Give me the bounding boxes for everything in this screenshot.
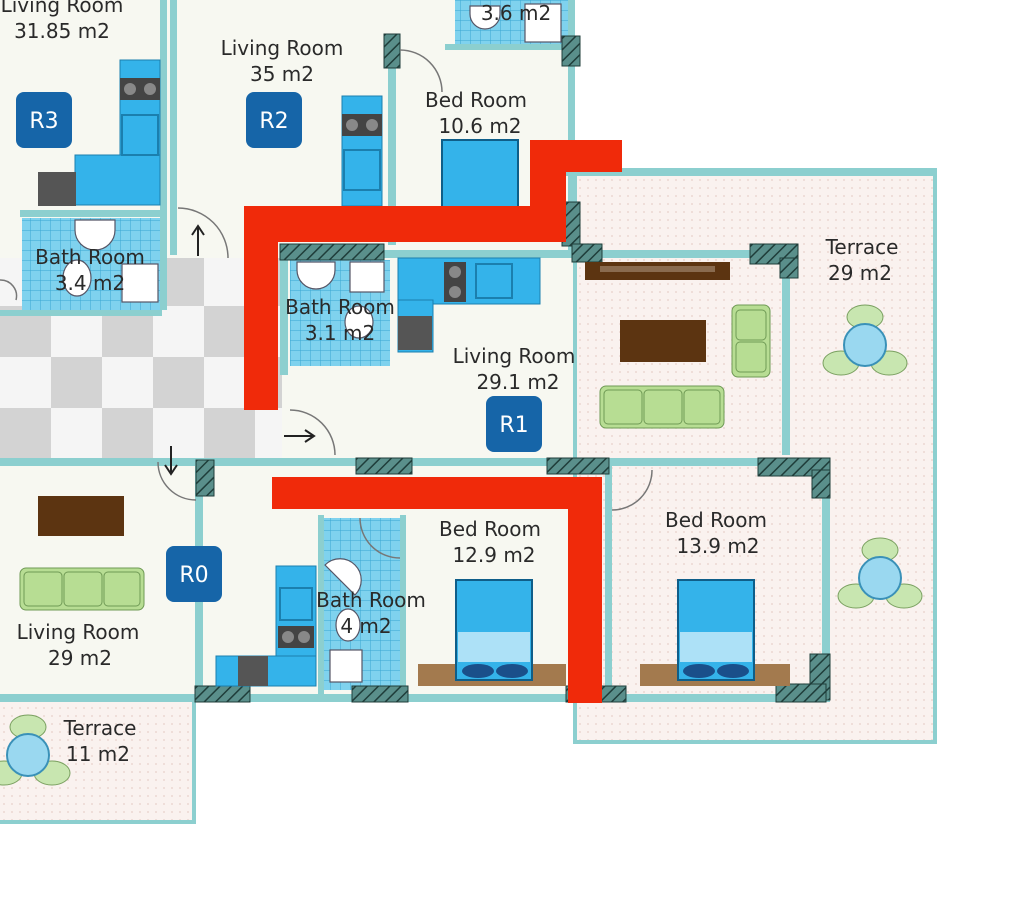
arrow-up-icon xyxy=(191,224,205,256)
room-labels: Living Room 31.85 m2 Living Room 35 m2 3… xyxy=(1,0,899,766)
bed xyxy=(677,579,755,681)
unit-badge-r0: R0 xyxy=(166,546,222,602)
room-name: Living Room xyxy=(221,36,344,60)
coffee-table xyxy=(38,496,124,536)
room-name: Terrace xyxy=(825,235,899,259)
door-arc xyxy=(157,461,197,501)
unit-badge-r2: R2 xyxy=(246,92,302,148)
room-area: 10.6 m2 xyxy=(438,114,521,138)
room-area: 35 m2 xyxy=(250,62,314,86)
unit-badges: R3 R2 R1 R0 xyxy=(16,92,542,602)
hatched-walls xyxy=(194,33,831,703)
room-name: Living Room xyxy=(1,0,124,17)
kitchen-r2 xyxy=(341,95,383,207)
bath-fixtures xyxy=(62,3,562,683)
room-area: 31.85 m2 xyxy=(14,19,110,43)
svg-text:R1: R1 xyxy=(499,413,528,438)
kitchen-r0 xyxy=(215,565,317,687)
sofa xyxy=(599,304,771,429)
bed xyxy=(441,139,519,211)
room-area: 29.1 m2 xyxy=(476,370,559,394)
kitchen-r1 xyxy=(397,257,541,353)
terrace-furniture xyxy=(0,304,923,786)
terrace-table xyxy=(0,714,71,786)
svg-text:R2: R2 xyxy=(259,109,288,134)
room-name: Living Room xyxy=(17,620,140,644)
room-name: Living Room xyxy=(453,344,576,368)
room-area: 3.4 m2 xyxy=(55,271,125,295)
arrow-down-icon xyxy=(164,446,178,476)
terrace-table xyxy=(822,304,908,376)
kitchen-r3 xyxy=(38,59,161,206)
room-name: Bath Room xyxy=(285,295,395,319)
door-arc xyxy=(399,49,443,93)
svg-text:R3: R3 xyxy=(29,109,58,134)
room-name: Bed Room xyxy=(439,517,541,541)
room-area: 12.9 m2 xyxy=(452,543,535,567)
room-area: 29 m2 xyxy=(828,261,892,285)
room-area: 11 m2 xyxy=(66,742,130,766)
bed xyxy=(455,579,533,681)
unit-badge-r1: R1 xyxy=(486,396,542,452)
door-arc xyxy=(359,517,401,559)
room-area: 13.9 m2 xyxy=(676,534,759,558)
sofa xyxy=(19,567,145,611)
room-area: 3.1 m2 xyxy=(305,321,375,345)
room-name: Terrace xyxy=(63,716,137,740)
svg-text:R0: R0 xyxy=(179,563,208,588)
door-arc xyxy=(0,279,18,301)
terrace-table xyxy=(837,537,923,609)
room-area: 4 m2 xyxy=(340,614,391,638)
room-name: Bath Room xyxy=(316,588,426,612)
highlight-boundary xyxy=(244,140,622,703)
doors xyxy=(0,49,653,559)
door-arc xyxy=(289,409,336,456)
unit-badge-r3: R3 xyxy=(16,92,72,148)
door-arc xyxy=(177,207,229,259)
room-name: Bed Room xyxy=(425,88,527,112)
room-area: 3.6 m2 xyxy=(481,1,551,25)
room-name: Bed Room xyxy=(665,508,767,532)
door-arrows xyxy=(164,224,316,476)
room-name: Bath Room xyxy=(35,245,145,269)
door-arc xyxy=(611,469,653,511)
arrow-right-icon xyxy=(284,429,316,443)
coffee-table xyxy=(620,320,706,362)
furniture xyxy=(19,139,790,686)
room-area: 29 m2 xyxy=(48,646,112,670)
